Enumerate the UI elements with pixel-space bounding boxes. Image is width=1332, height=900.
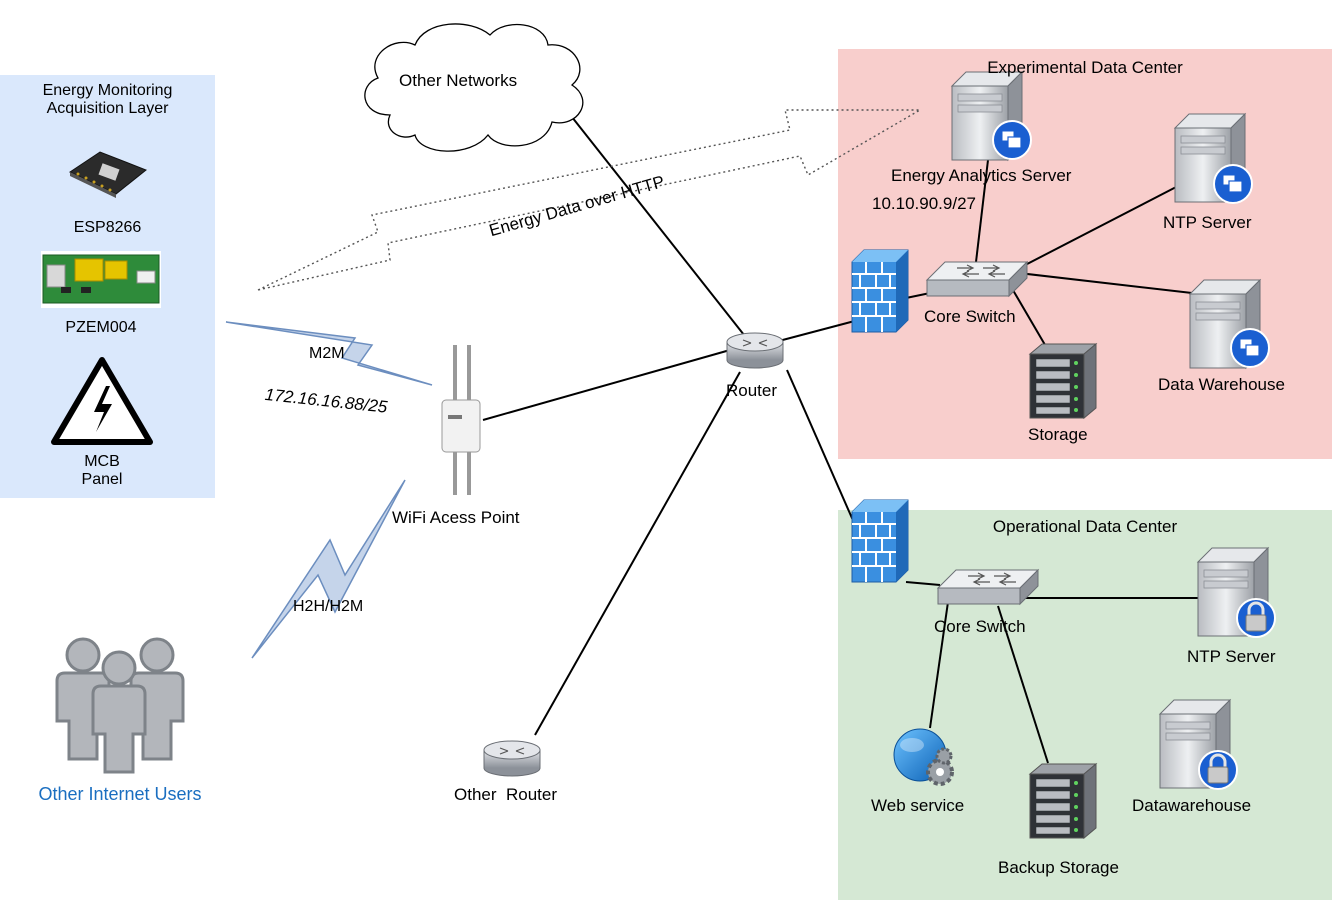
link-exp-switch-analytics: [975, 159, 989, 263]
http-flow-arrow: [257, 109, 923, 291]
exp-analytics-badge-icon: [992, 120, 1032, 160]
experimental-title: Experimental Data Center: [987, 58, 1183, 77]
mcb-label-line1: MCB: [84, 453, 120, 470]
link-exp-switch-warehouse: [1009, 271, 1193, 294]
m2m-label: M2M: [309, 345, 345, 362]
exp-warehouse-label: Data Warehouse: [1158, 375, 1285, 394]
link-router-other-router: [534, 371, 741, 736]
link-router-exp-firewall: [774, 317, 867, 343]
other-router-icon: [483, 740, 541, 777]
link-exp-switch-storage: [1009, 284, 1049, 351]
exp-core-switch-label: Core Switch: [924, 307, 1016, 326]
exp-warehouse-badge-icon: [1230, 328, 1270, 368]
mcb-panel-icon: [51, 357, 153, 445]
acquisition-title-line1: Energy Monitoring: [42, 82, 173, 99]
pzem004-label: PZEM004: [65, 319, 137, 336]
op-web-label: Web service: [871, 796, 965, 815]
op-firewall-icon: [851, 499, 909, 583]
exp-core-switch-icon: [926, 261, 1028, 297]
operational-title: Operational Data Center: [992, 517, 1178, 536]
wifi-ap-label: WiFi Acess Point: [392, 508, 520, 527]
op-core-switch-icon: [937, 569, 1039, 605]
h2h-label: H2H/H2M: [293, 598, 364, 615]
link-cloud-router: [567, 111, 749, 341]
op-warehouse-lock-icon: [1197, 749, 1239, 791]
other-router-label: Other Router: [454, 785, 557, 804]
op-core-switch-label: Core Switch: [934, 617, 1026, 636]
esp8266-icon: [68, 151, 147, 198]
acquisition-title: Energy Monitoring Acquisition Layer: [0, 82, 215, 119]
op-warehouse-label: Datawarehouse: [1132, 796, 1252, 815]
link-op-firewall-switch: [905, 581, 941, 586]
other-users-label: Other Internet Users: [38, 784, 202, 804]
exp-analytics-label: Energy Analytics Server: [891, 166, 1072, 185]
exp-ntp-badge-icon: [1213, 164, 1253, 204]
op-ntp-lock-icon: [1235, 597, 1277, 639]
op-backup-label: Backup Storage: [998, 858, 1119, 877]
exp-storage-icon: [1029, 343, 1097, 419]
exp-ntp-label: NTP Server: [1163, 213, 1252, 232]
connection-lines: [482, 111, 1200, 764]
other-networks-label: Other Networks: [399, 71, 518, 90]
link-router-op-firewall: [786, 369, 856, 526]
wifi-access-point-icon: [441, 345, 481, 495]
exp-ip-label: 10.10.90.9/27: [872, 194, 976, 213]
m2m-lightning: [225, 321, 433, 386]
link-op-switch-backup: [997, 605, 1049, 764]
acquisition-title-line2: Acquisition Layer: [46, 100, 169, 118]
router-icon: [726, 332, 784, 369]
op-web-service-icon: [893, 728, 954, 786]
op-backup-storage-icon: [1029, 763, 1097, 839]
exp-storage-label: Storage: [1028, 425, 1088, 444]
other-networks-cloud: [364, 23, 584, 152]
mcb-label-line2: Panel: [81, 471, 123, 489]
h2h-lightning: [251, 479, 406, 659]
exp-firewall-icon: [851, 249, 909, 333]
link-exp-switch-ntp: [999, 184, 1181, 279]
other-internet-users-icon: [55, 637, 185, 774]
pzem004-icon: [41, 251, 161, 308]
mcb-panel-label: MCB Panel: [0, 453, 204, 490]
op-ntp-label: NTP Server: [1187, 647, 1276, 666]
router-label: Router: [726, 381, 778, 400]
link-ap-router: [482, 349, 731, 421]
link-op-switch-web: [929, 601, 949, 729]
esp8266-label: ESP8266: [73, 219, 142, 236]
